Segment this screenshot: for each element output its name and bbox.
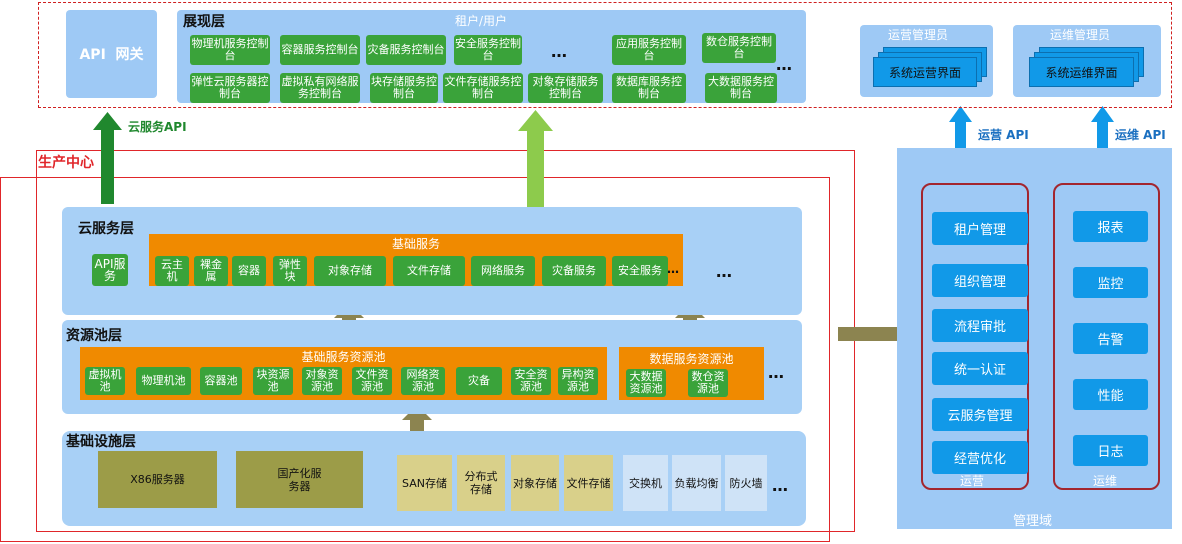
ops-org-mgmt: 组织管理 [932, 264, 1028, 297]
services-dots: … [716, 262, 733, 281]
service-file-storage: 文件存储 [393, 256, 465, 286]
service-bare-metal: 裸金属 [194, 256, 228, 286]
production-center-title: 生产中心 [38, 155, 94, 171]
infra-dots: … [772, 476, 789, 495]
data-pool-title: 数据服务资源池 [649, 352, 734, 366]
tenant-label: 租户/用户 [455, 14, 508, 28]
console-object: 对象存储服务控制台 [528, 73, 603, 103]
network-lb: 负载均衡 [672, 455, 721, 511]
pool-physical: 物理机池 [136, 367, 191, 395]
ops-api-arrow [949, 106, 972, 155]
infra-to-pool-arrow [402, 405, 432, 448]
service-security: 安全服务 [612, 256, 668, 286]
service-object-storage: 对象存储 [314, 256, 386, 286]
service-dr: 灾备服务 [542, 256, 606, 286]
console-bigdata: 大数据服务控制台 [705, 73, 777, 103]
basic-service-up-arrow [518, 110, 553, 245]
presentation-dots-1: … [551, 42, 568, 61]
x86-server: X86服务器 [98, 451, 217, 508]
infrastructure-layer-title: 基础设施层 [66, 434, 136, 450]
ops-ui[interactable]: 系统运营界面 [873, 57, 977, 87]
ops-group-label: 运营 [960, 474, 985, 488]
presentation-dots-2: … [776, 55, 793, 74]
console-app: 应用服务控制台 [612, 35, 686, 65]
pool-dots: … [768, 363, 785, 382]
service-elastic-block: 弹性块 [273, 256, 307, 286]
network-firewall: 防火墙 [725, 455, 767, 511]
ops-workflow: 流程审批 [932, 309, 1028, 342]
ops-group-frame [921, 183, 1029, 490]
api-gateway-label: API 网关 [79, 47, 144, 63]
maint-report: 报表 [1073, 211, 1148, 242]
console-vpc: 虚拟私有网络服务控制台 [280, 73, 360, 103]
maint-ui[interactable]: 系统运维界面 [1029, 57, 1134, 87]
console-container: 容器服务控制台 [280, 35, 360, 65]
services-dots-inner: … [667, 262, 680, 276]
maint-performance: 性能 [1073, 379, 1148, 410]
domestic-server: 国产化服务器 [236, 451, 363, 508]
api-gateway: API 网关 [66, 10, 157, 98]
storage-san: SAN存储 [397, 455, 452, 511]
ops-admin-label: 运营管理员 [888, 28, 949, 42]
basic-pool-title: 基础服务资源池 [301, 350, 386, 364]
pool-object: 对象资源池 [302, 367, 342, 395]
pool-bigdata: 大数据资源池 [626, 369, 666, 397]
presentation-layer-title: 展现层 [183, 14, 225, 30]
pool-file: 文件资源池 [352, 367, 392, 395]
pool-block: 块资源池 [253, 367, 293, 395]
pool-security: 安全资源池 [511, 367, 551, 395]
console-dw: 数仓服务控制台 [702, 33, 776, 63]
cloud-api-arrow [93, 112, 122, 204]
service-container: 容器 [232, 256, 266, 286]
maint-alert: 告警 [1073, 323, 1148, 354]
maint-api-label: 运维 API [1115, 128, 1166, 142]
storage-object: 对象存储 [511, 455, 559, 511]
ops-cloud-service-mgmt: 云服务管理 [932, 398, 1028, 431]
maint-log: 日志 [1073, 435, 1148, 466]
ops-api-label: 运营 API [978, 128, 1029, 142]
cloud-api-label: 云服务API [128, 120, 187, 134]
pool-container: 容器池 [200, 367, 242, 395]
pool-network: 网络资源池 [401, 367, 445, 395]
basic-services-title: 基础服务 [391, 237, 440, 251]
production-center-outer-frame [0, 177, 830, 542]
ops-tenant-mgmt: 租户管理 [932, 212, 1028, 245]
console-ecs: 弹性云服务器控制台 [190, 73, 270, 103]
pool-heterogeneous: 异构资源池 [558, 367, 598, 395]
maint-group-label: 运维 [1093, 474, 1118, 488]
api-service: API服务 [92, 254, 128, 286]
service-cloud-host: 云主机 [155, 256, 189, 286]
console-block: 块存储服务控制台 [370, 73, 438, 103]
pool-dr: 灾备 [456, 367, 502, 395]
storage-distributed: 分布式存储 [457, 455, 505, 511]
console-dr: 灾备服务控制台 [366, 35, 446, 65]
maint-api-arrow [1091, 106, 1114, 155]
pool-vm: 虚拟机池 [85, 367, 125, 395]
resource-pool-layer-title: 资源池层 [66, 328, 122, 344]
service-network: 网络服务 [471, 256, 535, 286]
cloud-service-layer-title: 云服务层 [78, 221, 134, 237]
maint-monitor: 监控 [1073, 267, 1148, 298]
ops-unified-auth: 统一认证 [932, 352, 1028, 385]
console-security: 安全服务控制台 [454, 35, 522, 65]
console-db: 数据库服务控制台 [612, 73, 686, 103]
console-file: 文件存储服务控制台 [443, 73, 523, 103]
console-physical: 物理机服务控制台 [190, 35, 270, 65]
presentation-frame [38, 2, 1172, 108]
to-management-arrow [838, 317, 918, 351]
storage-file: 文件存储 [564, 455, 613, 511]
maint-admin-label: 运维管理员 [1050, 28, 1111, 42]
network-switch: 交换机 [623, 455, 668, 511]
management-domain-title: 管理域 [1013, 514, 1053, 529]
ops-optimization: 经营优化 [932, 441, 1028, 474]
maint-group-frame [1053, 183, 1160, 490]
pool-dw: 数仓资源池 [688, 369, 728, 397]
